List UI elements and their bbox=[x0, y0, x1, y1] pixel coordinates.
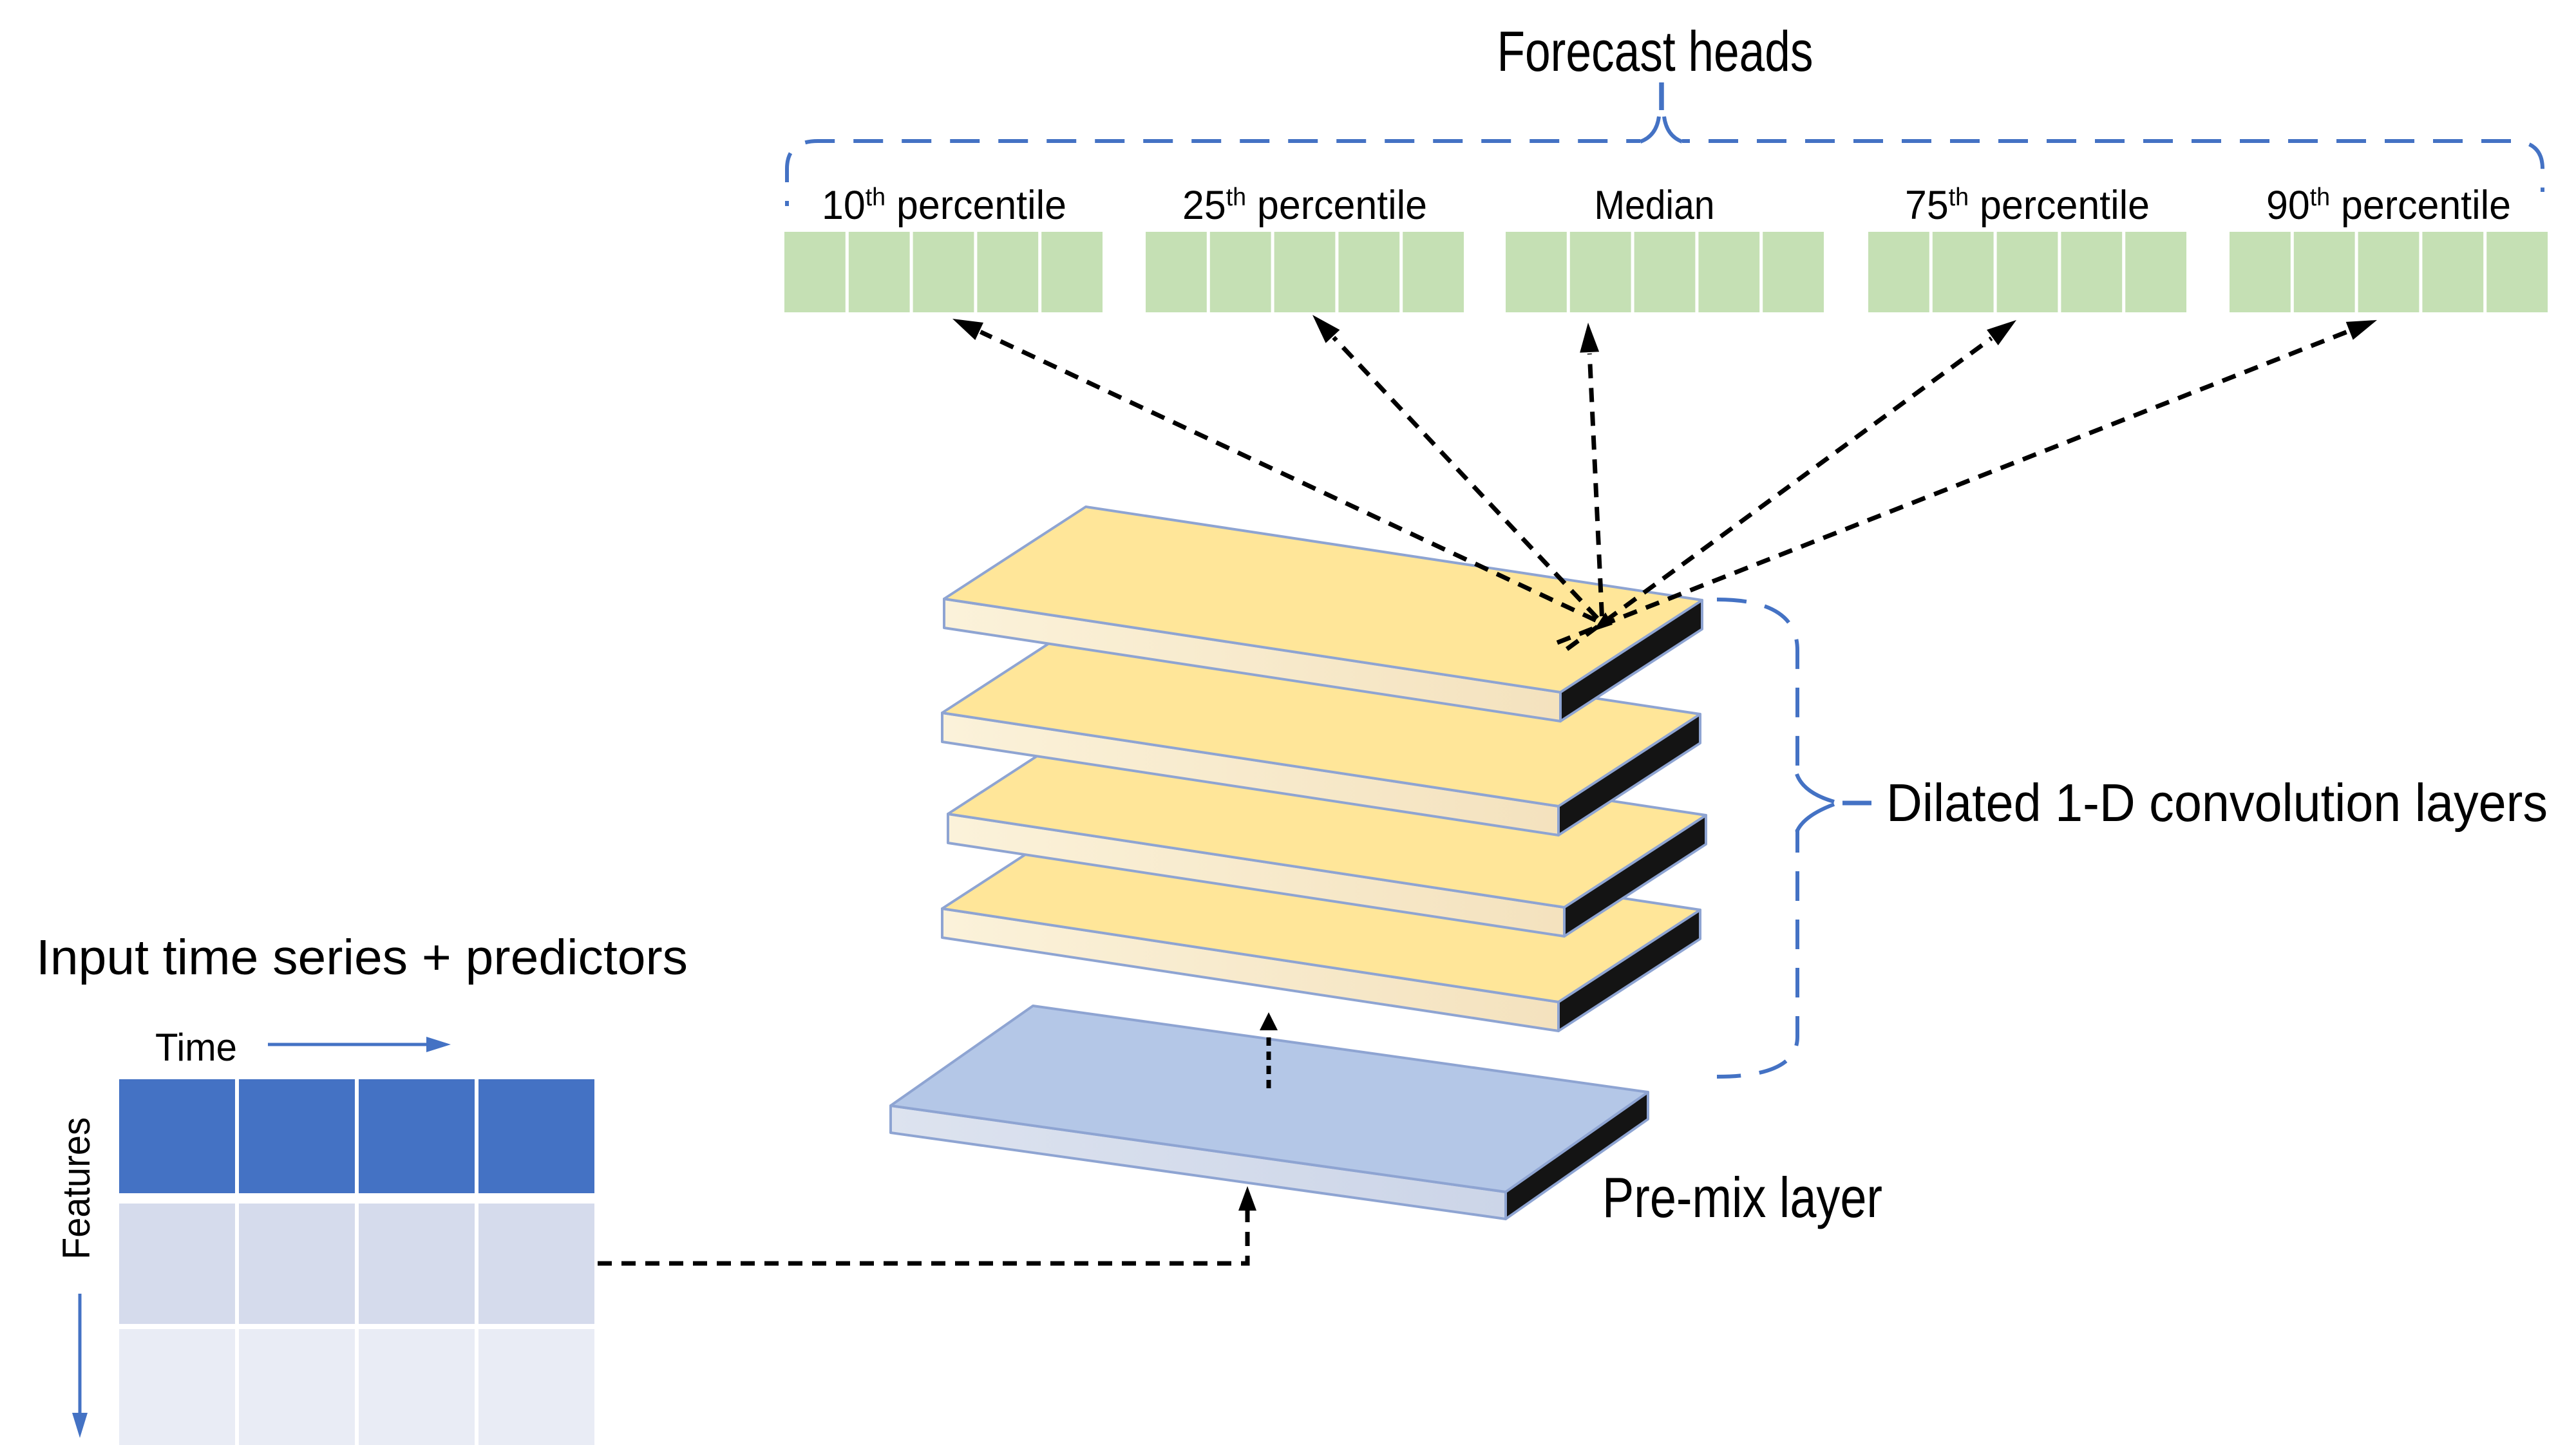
svg-text:Features: Features bbox=[55, 1117, 98, 1260]
svg-text:Forecast heads: Forecast heads bbox=[1497, 19, 1814, 83]
svg-text:Input time series + predictors: Input time series + predictors bbox=[36, 930, 688, 985]
svg-text:90th percentile: 90th percentile bbox=[2266, 183, 2511, 228]
svg-text:Pre-mix layer: Pre-mix layer bbox=[1602, 1166, 1882, 1229]
svg-text:75th percentile: 75th percentile bbox=[1905, 183, 2150, 228]
svg-text:25th percentile: 25th percentile bbox=[1182, 183, 1427, 228]
svg-text:10th percentile: 10th percentile bbox=[822, 183, 1066, 228]
svg-text:Median: Median bbox=[1595, 183, 1715, 228]
svg-text:Dilated 1-D convolution layers: Dilated 1-D convolution layers bbox=[1886, 773, 2548, 833]
svg-text:Time: Time bbox=[155, 1026, 237, 1069]
